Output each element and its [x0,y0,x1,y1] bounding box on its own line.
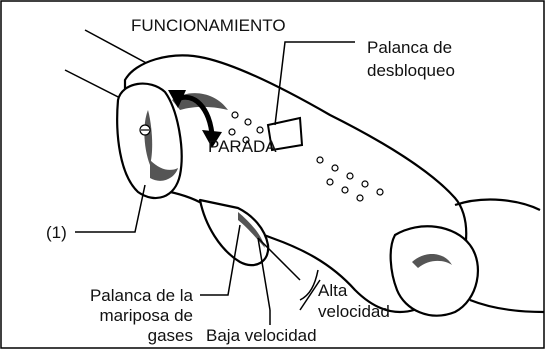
label-palanca-mariposa-2: mariposa de [99,306,193,325]
screw [139,124,151,136]
label-baja-velocidad: Baja velocidad [206,326,317,345]
label-palanca-desbloqueo-2: desbloqueo [367,61,455,80]
label-funcionamiento: FUNCIONAMIENTO [131,16,286,35]
label-alta-velocidad-1: Alta [318,281,348,300]
unlock-lever [266,116,304,152]
label-palanca-mariposa-3: gases [147,326,193,345]
label-parada: PARADA [208,137,277,156]
label-palanca-desbloqueo-1: Palanca de [367,38,453,57]
cable-lines [64,29,151,103]
label-palanca-mariposa-1: Palanca de la [89,286,193,305]
rotation-arrow [168,90,222,148]
grip-dots [228,111,384,202]
label-callout-1: (1) [46,223,67,242]
speed-range-lines [257,237,319,311]
label-alta-velocidad-2: velocidad [318,302,390,321]
leader-lines [75,41,355,325]
